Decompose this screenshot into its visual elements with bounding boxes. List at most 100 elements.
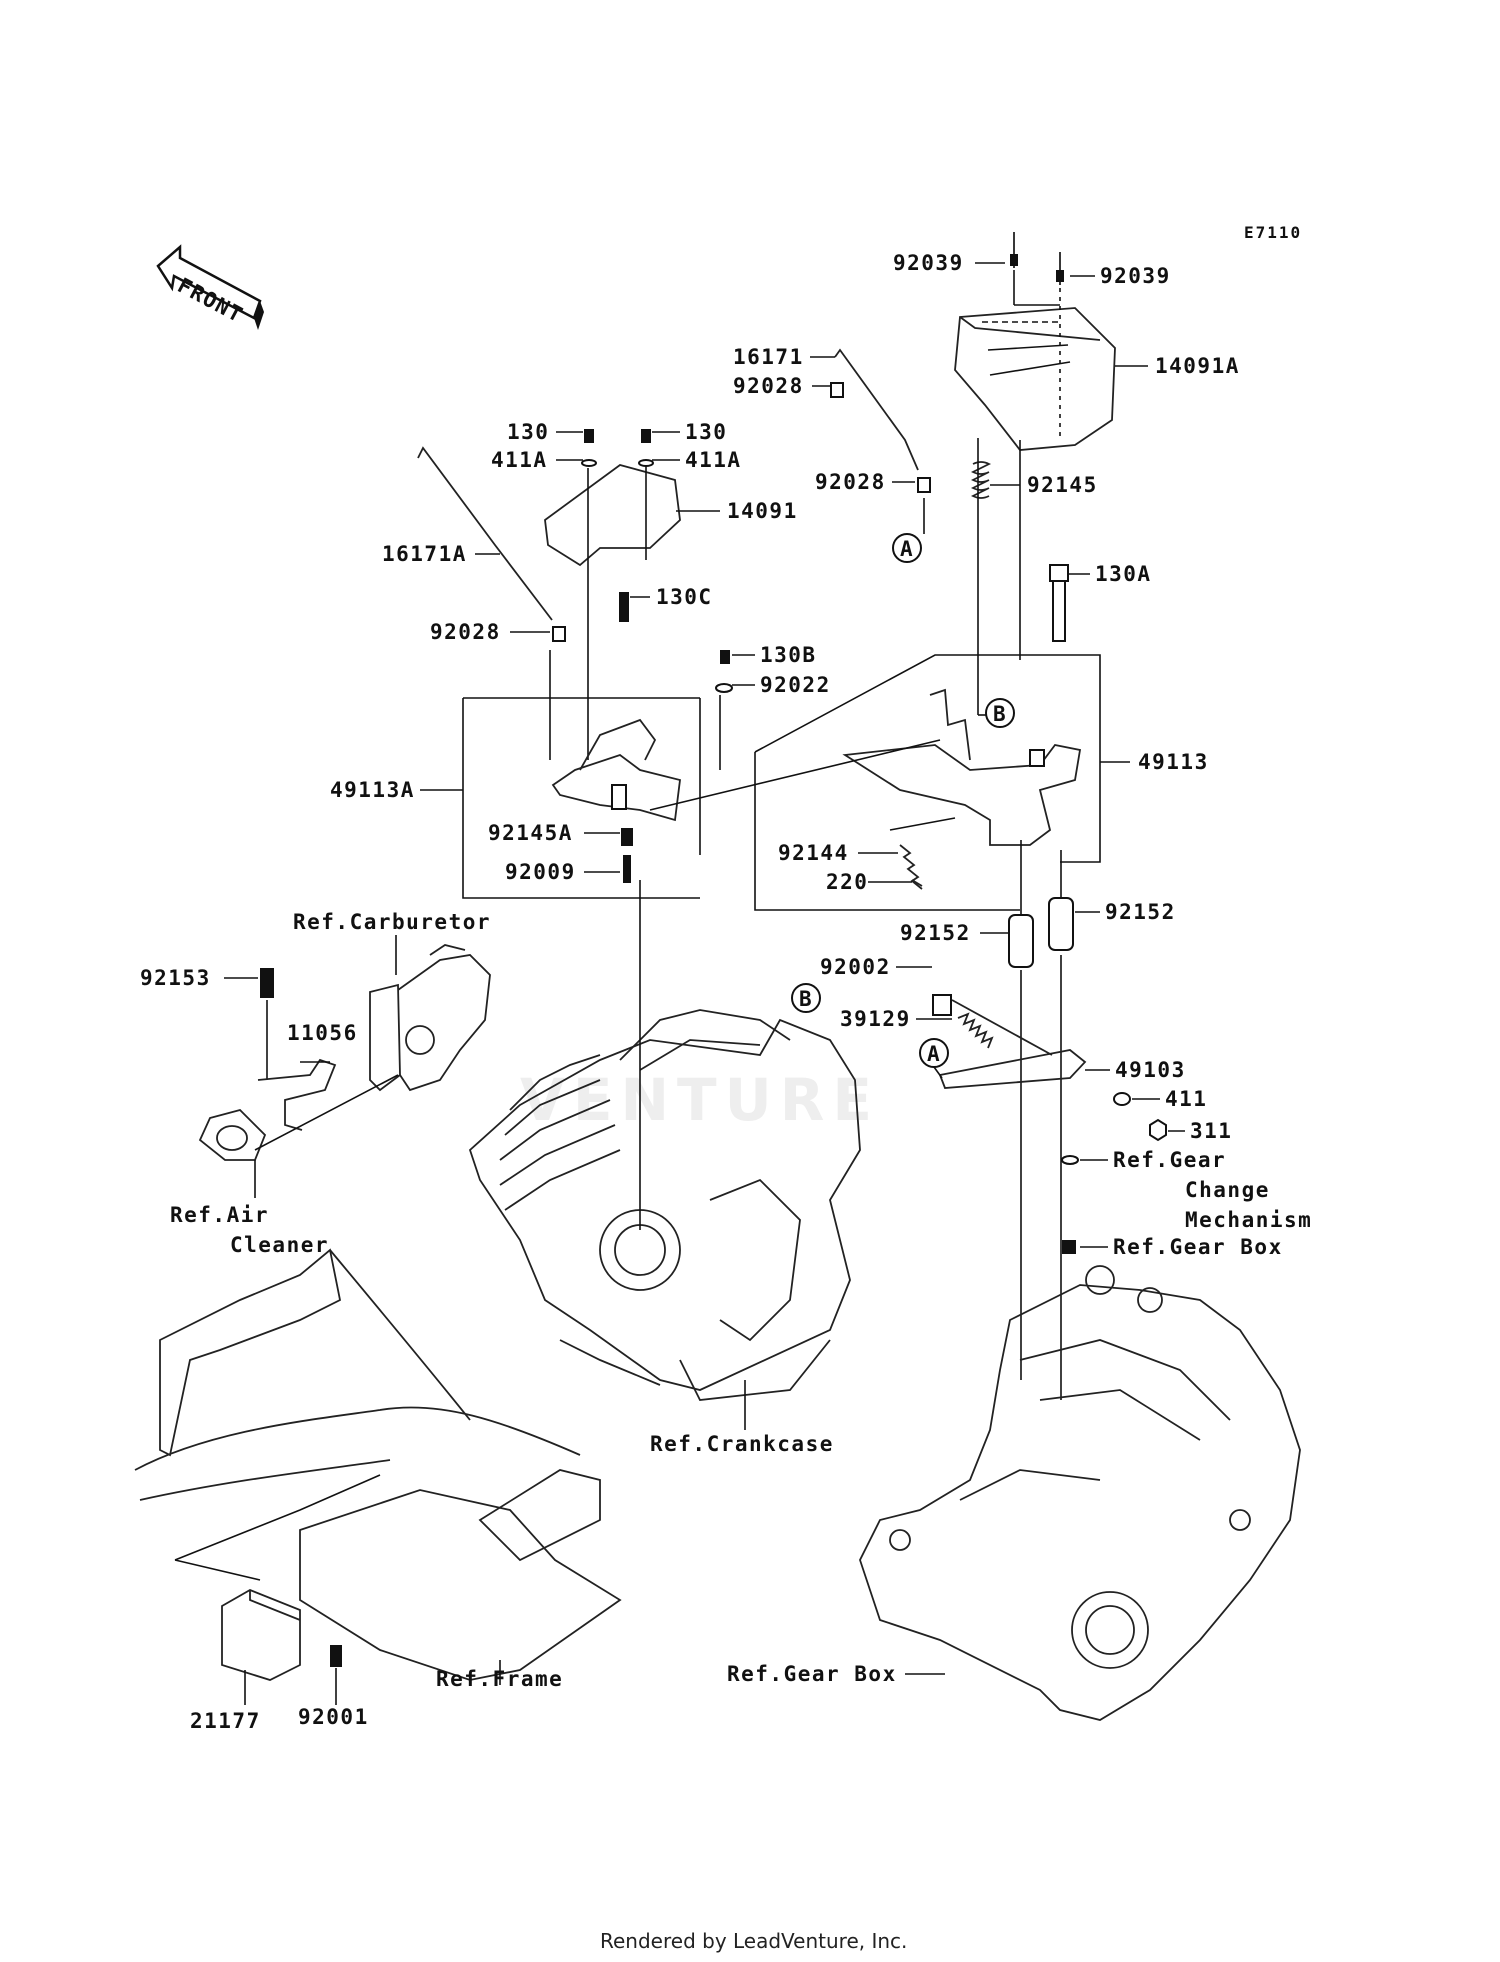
arm-49103-shape bbox=[932, 994, 1087, 1089]
label-ref-air-cleaner-1: Ref.Air bbox=[170, 1203, 269, 1227]
label-ref-carburetor: Ref.Carburetor bbox=[293, 910, 491, 934]
label-ref-gear-box-bottom: Ref.Gear Box bbox=[727, 1662, 897, 1686]
marker-b-lower: B bbox=[791, 983, 821, 1013]
bolt-130-right-icon bbox=[641, 429, 651, 443]
gasket-air-cleaner-shape bbox=[198, 1108, 267, 1161]
label-92145: 92145 bbox=[1027, 473, 1098, 497]
marker-a-top: A bbox=[892, 533, 922, 563]
diagram-code: E7110 bbox=[1244, 223, 1302, 242]
spring-39129-icon bbox=[957, 1012, 994, 1049]
engine-crankcase-shape bbox=[468, 880, 861, 1401]
label-49103: 49103 bbox=[1115, 1058, 1186, 1082]
label-92022: 92022 bbox=[760, 673, 831, 697]
label-14091: 14091 bbox=[727, 499, 798, 523]
screw-92009-icon bbox=[623, 855, 631, 883]
label-411a-right: 411A bbox=[685, 448, 742, 472]
label-49113: 49113 bbox=[1138, 750, 1209, 774]
nut-311-icon bbox=[1149, 1118, 1167, 1142]
label-130-left: 130 bbox=[507, 420, 549, 444]
svg-text:B: B bbox=[799, 987, 813, 1011]
label-16171a: 16171A bbox=[382, 542, 467, 566]
clip-92028-low-icon bbox=[552, 626, 566, 642]
label-92153: 92153 bbox=[140, 966, 211, 990]
label-130c: 130C bbox=[656, 585, 713, 609]
front-arrow-icon: FRONT bbox=[156, 244, 264, 330]
label-411a-left: 411A bbox=[491, 448, 548, 472]
marker-a-lower: A bbox=[919, 1038, 949, 1068]
label-92152-left: 92152 bbox=[900, 921, 971, 945]
bolt-130a-icon bbox=[1049, 564, 1069, 642]
label-311: 311 bbox=[1190, 1119, 1232, 1143]
washer-gear-change-icon bbox=[1061, 1155, 1079, 1165]
lever-assembly-49113a-shape bbox=[551, 718, 681, 822]
lever-assembly-49113-shape bbox=[842, 688, 1082, 846]
spring-92145a-icon bbox=[621, 828, 633, 846]
bolt-130-left-icon bbox=[584, 429, 594, 443]
clip-92028-mid-icon bbox=[917, 477, 931, 493]
label-130-right: 130 bbox=[685, 420, 727, 444]
frame-shape bbox=[134, 1248, 622, 1681]
nut-gear-box-icon bbox=[1062, 1240, 1076, 1254]
spacer-92152-right-icon bbox=[1048, 897, 1074, 951]
label-220: 220 bbox=[826, 870, 868, 894]
label-ref-gear-change-1: Ref.Gear bbox=[1113, 1148, 1226, 1172]
label-411: 411 bbox=[1165, 1087, 1207, 1111]
label-11056: 11056 bbox=[287, 1021, 358, 1045]
nut-411-icon bbox=[1113, 1092, 1131, 1106]
label-92039-left: 92039 bbox=[893, 251, 964, 275]
cover-14091-shape bbox=[544, 464, 681, 760]
label-92028-top: 92028 bbox=[733, 374, 804, 398]
relay-21177-shape bbox=[221, 1589, 301, 1681]
pin-92039-right-icon bbox=[1056, 252, 1064, 285]
bolt-130c-icon bbox=[619, 592, 629, 622]
pin-220-icon bbox=[911, 879, 923, 887]
label-92002: 92002 bbox=[820, 955, 891, 979]
cable-16171-shape bbox=[834, 348, 919, 471]
label-ref-air-cleaner-2: Cleaner bbox=[230, 1233, 329, 1257]
bolt-130b-icon bbox=[720, 650, 730, 664]
bolt-92153-icon bbox=[260, 968, 274, 998]
clip-92028-top-icon bbox=[830, 382, 844, 398]
spring-92145-icon bbox=[970, 461, 992, 499]
label-92028-low: 92028 bbox=[430, 620, 501, 644]
marker-b-top: B bbox=[985, 698, 1015, 728]
svg-text:A: A bbox=[927, 1042, 941, 1066]
part-labels: 92039 92039 14091A 16171 92028 130 130 4… bbox=[140, 251, 1312, 1733]
label-92001: 92001 bbox=[298, 1705, 369, 1729]
label-ref-gear-box-top: Ref.Gear Box bbox=[1113, 1235, 1283, 1259]
label-49113a: 49113A bbox=[330, 778, 415, 802]
gear-box-shape bbox=[859, 1265, 1301, 1721]
watermark-text: VENTURE bbox=[520, 1066, 880, 1134]
label-ref-crankcase: Ref.Crankcase bbox=[650, 1432, 834, 1456]
label-14091a: 14091A bbox=[1155, 354, 1240, 378]
label-92145a: 92145A bbox=[488, 821, 573, 845]
label-ref-frame: Ref.Frame bbox=[436, 1667, 563, 1691]
carburetor-shape bbox=[369, 944, 491, 1092]
spacer-92152-left-icon bbox=[1008, 914, 1034, 968]
washer-92022-icon bbox=[715, 683, 733, 693]
pin-92039-left-icon bbox=[1010, 232, 1018, 268]
label-ref-gear-change-3: Mechanism bbox=[1185, 1208, 1312, 1232]
cable-16171a-shape bbox=[417, 446, 553, 621]
bracket-11056-shape bbox=[257, 1058, 337, 1131]
washer-411a-right-icon bbox=[638, 459, 654, 467]
svg-text:B: B bbox=[993, 702, 1007, 726]
cover-14091a-shape bbox=[954, 307, 1116, 451]
label-39129: 39129 bbox=[840, 1007, 911, 1031]
label-92028-mid: 92028 bbox=[815, 470, 886, 494]
label-21177: 21177 bbox=[190, 1709, 261, 1733]
label-92009: 92009 bbox=[505, 860, 576, 884]
label-92152-right: 92152 bbox=[1105, 900, 1176, 924]
svg-text:A: A bbox=[900, 537, 914, 561]
leader-lines bbox=[224, 262, 1185, 1705]
label-130a: 130A bbox=[1095, 562, 1152, 586]
washer-411a-left-icon bbox=[581, 459, 597, 467]
label-92039-right: 92039 bbox=[1100, 264, 1171, 288]
label-16171: 16171 bbox=[733, 345, 804, 369]
footer-credit: Rendered by LeadVenture, Inc. bbox=[600, 1929, 907, 1953]
bolt-92001-icon bbox=[330, 1645, 342, 1667]
label-92144: 92144 bbox=[778, 841, 849, 865]
label-ref-gear-change-2: Change bbox=[1185, 1178, 1270, 1202]
label-130b: 130B bbox=[760, 643, 817, 667]
